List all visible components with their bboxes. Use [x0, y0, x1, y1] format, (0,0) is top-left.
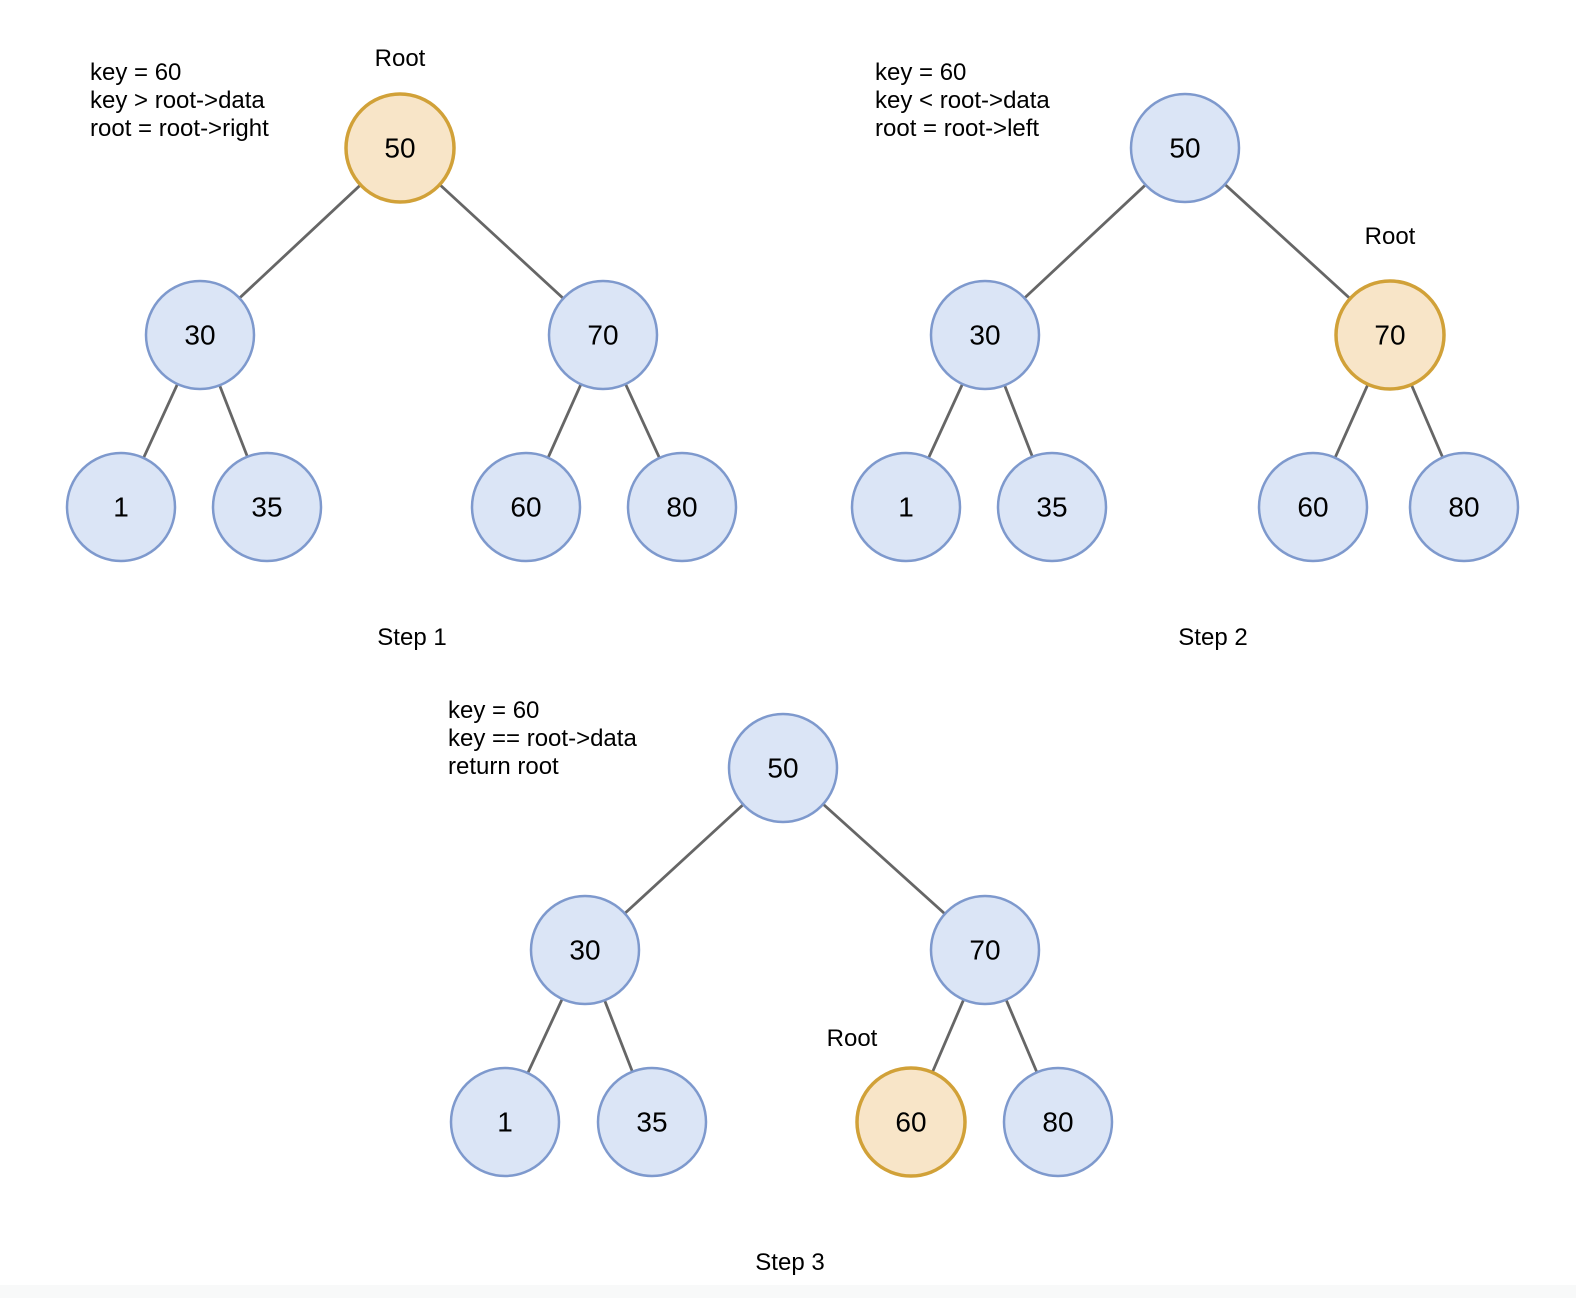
step-label-3: Step 3	[755, 1249, 824, 1276]
tree-node-value-35: 35	[251, 492, 282, 523]
tree-node-value-60: 60	[510, 492, 541, 523]
tree-node-80	[626, 451, 738, 563]
tree-node-value-70: 70	[969, 935, 1000, 966]
tree-node-60-current-root	[855, 1066, 967, 1178]
annotation-line-1-2: key > root->data	[90, 87, 265, 114]
tree-node-60	[470, 451, 582, 563]
annotation-line-3-1: key = 60	[448, 697, 539, 724]
annotation-line-2-2: key < root->data	[875, 87, 1050, 114]
tree-node-60	[1257, 451, 1369, 563]
tree-node-70-current-root	[1334, 279, 1446, 391]
tree-node-30	[144, 279, 256, 391]
tree-node-value-35: 35	[636, 1107, 667, 1138]
tree-node-35	[996, 451, 1108, 563]
root-pointer-label-3: Root	[827, 1025, 878, 1052]
footer-strip	[0, 1285, 1576, 1298]
annotation-line-2-3: root = root->left	[875, 115, 1039, 142]
tree-node-value-50: 50	[384, 133, 415, 164]
tree-node-50	[727, 712, 839, 824]
tree-node-value-60: 60	[895, 1107, 926, 1138]
tree-node-70	[929, 894, 1041, 1006]
root-pointer-label-1: Root	[375, 45, 426, 72]
annotation-line-1-3: root = root->right	[90, 115, 269, 142]
annotation-line-2-1: key = 60	[875, 59, 966, 86]
step-label-1: Step 1	[377, 624, 446, 651]
tree-node-value-35: 35	[1036, 492, 1067, 523]
tree-node-value-70: 70	[1374, 320, 1405, 351]
tree-node-value-60: 60	[1297, 492, 1328, 523]
step-label-2: Step 2	[1178, 624, 1247, 651]
tree-node-value-70: 70	[587, 320, 618, 351]
tree-node-80	[1002, 1066, 1114, 1178]
tree-node-value-80: 80	[1042, 1107, 1073, 1138]
tree-node-value-30: 30	[969, 320, 1000, 351]
tree-node-30	[929, 279, 1041, 391]
tree-node-50-current-root	[344, 92, 456, 204]
tree-node-35	[596, 1066, 708, 1178]
annotation-line-1-1: key = 60	[90, 59, 181, 86]
tree-node-1	[850, 451, 962, 563]
tree-node-50	[1129, 92, 1241, 204]
tree-node-value-1: 1	[898, 492, 914, 523]
tree-node-1	[65, 451, 177, 563]
tree-node-value-30: 30	[569, 935, 600, 966]
tree-node-value-30: 30	[184, 320, 215, 351]
tree-node-value-50: 50	[767, 753, 798, 784]
tree-node-80	[1408, 451, 1520, 563]
tree-node-1	[449, 1066, 561, 1178]
root-pointer-label-2: Root	[1365, 223, 1416, 250]
annotation-line-3-3: return root	[448, 753, 559, 780]
tree-node-value-50: 50	[1169, 133, 1200, 164]
annotation-line-3-2: key == root->data	[448, 725, 637, 752]
tree-node-35	[211, 451, 323, 563]
tree-node-value-80: 80	[666, 492, 697, 523]
tree-node-value-1: 1	[497, 1107, 513, 1138]
tree-node-30	[529, 894, 641, 1006]
tree-node-value-1: 1	[113, 492, 129, 523]
tree-node-value-80: 80	[1448, 492, 1479, 523]
tree-node-70	[547, 279, 659, 391]
